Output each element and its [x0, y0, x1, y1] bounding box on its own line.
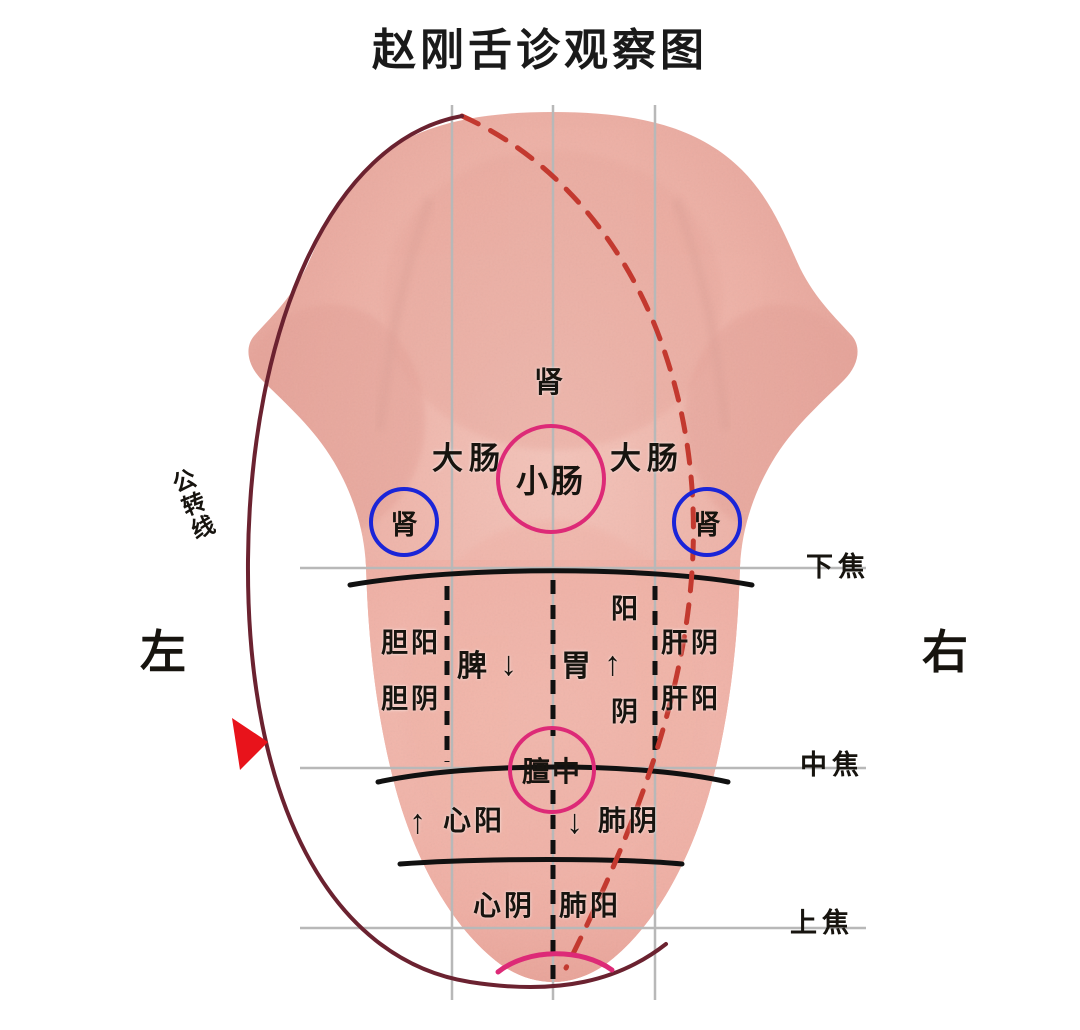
side-label-right: 右	[922, 627, 970, 678]
page-title: 赵刚舌诊观察图	[372, 26, 708, 75]
label-heart-yin: 心阴	[473, 891, 536, 922]
revolution-ellipse-path	[245, 114, 668, 989]
upper-jiao-arc	[397, 857, 685, 867]
side-label-left: 左	[140, 627, 188, 678]
jiao-label-upper: 上焦	[790, 908, 854, 938]
label-liver-yin: 肝阴	[661, 628, 721, 658]
label-large-intestine-right: 大肠	[610, 441, 684, 476]
jiao-label-middle: 中焦	[800, 750, 864, 780]
stomach-up-arrow-icon: ↑	[604, 646, 621, 683]
label-gallbladder-yin: 胆阴	[381, 684, 441, 714]
tongue-tip-pink-arc	[495, 951, 615, 975]
label-liver-yang: 肝阳	[661, 684, 721, 714]
label-gallbladder-yang: 胆阳	[381, 628, 441, 658]
label-lung-yang: 肺阳	[559, 891, 622, 922]
label-center-yin: 阴	[611, 697, 638, 727]
label-lung-yin: 肺阴	[598, 806, 661, 837]
label-center-yang: 阳	[611, 594, 638, 624]
label-kidney-right-circle: 肾	[672, 487, 742, 557]
label-small-intestine-circle: 小肠	[496, 424, 606, 534]
heart-yang-up-arrow-icon: ↑	[409, 804, 426, 841]
dashed-separators	[444, 580, 658, 980]
label-kidney-top: 肾	[534, 367, 564, 399]
revolution-arrow-head	[232, 718, 268, 770]
label-heart-yang: 心阳	[443, 806, 506, 837]
spleen-down-arrow-icon: ↓	[500, 646, 517, 683]
label-stomach: 胃	[561, 650, 591, 683]
jiao-label-lower: 下焦	[806, 552, 870, 582]
label-danzhong-circle: 膻中	[508, 726, 596, 814]
label-kidney-left-circle: 肾	[369, 487, 439, 557]
lung-yin-down-arrow-icon: ↓	[566, 804, 583, 841]
label-spleen: 脾	[457, 650, 487, 683]
label-large-intestine-left: 大肠	[432, 441, 506, 476]
lower-jiao-arc	[347, 568, 755, 588]
